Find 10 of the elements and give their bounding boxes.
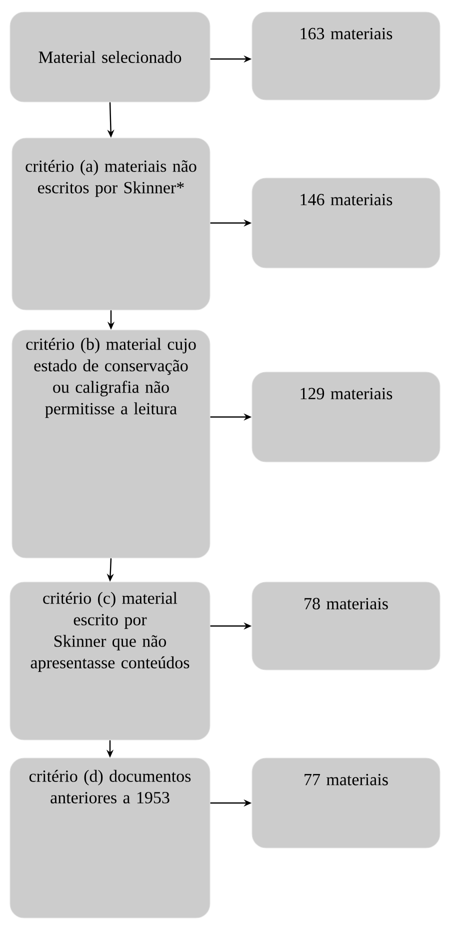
result-box: 77 materiais (252, 758, 440, 848)
result-box: 146 materiais (252, 178, 440, 268)
criterion-box: Material selecionado (10, 12, 210, 102)
result-box: 129 materiais (252, 372, 440, 462)
criterion-box: critério (c) material escrito por Skinner que não apresentasse conteúdos (10, 582, 210, 740)
criterion-box: critério (a) materiais não escritos por Skinner* (12, 138, 210, 310)
criterion-box: critério (b) material cujo estado de conservação ou caligrafia não permitisse a leitura (12, 330, 210, 558)
result-box: 78 materiais (252, 582, 440, 670)
criterion-box: critério (d) documentos anteriores a 1953 (10, 758, 210, 918)
result-box: 163 materiais (252, 12, 440, 100)
